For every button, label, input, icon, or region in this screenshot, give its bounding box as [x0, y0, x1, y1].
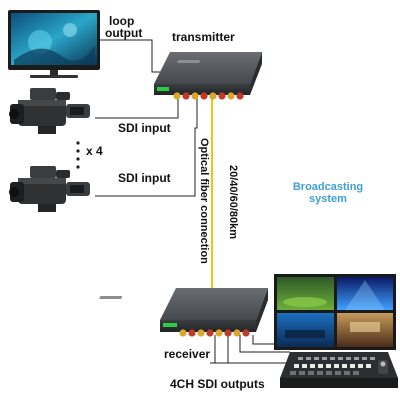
- distance-label: 20/40/60/80km: [227, 165, 239, 240]
- bnc-connectors: [173, 92, 244, 100]
- sdi-input-line-1: [95, 97, 179, 119]
- receiver-label: receiver: [164, 347, 211, 361]
- broadcasting-system-label-line1: Broadcasting: [292, 181, 364, 193]
- outputs-label: 4CH SDI outputs: [170, 377, 265, 391]
- receiver-output-line-3: [239, 335, 290, 353]
- sdi-input-line-2: [95, 97, 198, 197]
- broadcasting-system-label-line2: system: [309, 193, 347, 205]
- video-wall-icon: [274, 274, 396, 350]
- loop-output-label-line1: loop: [109, 14, 135, 28]
- sdi-input-label-2: SDI input: [118, 171, 171, 185]
- bnc-connectors: [179, 329, 250, 337]
- multiplier-label: x 4: [86, 144, 103, 158]
- video-camera-icon: [9, 88, 90, 134]
- connection-lines: [95, 39, 290, 364]
- fiber-receiver-icon: [99, 288, 268, 337]
- video-switcher-console-icon: [280, 352, 398, 388]
- fiber-transmitter-icon: [154, 52, 262, 100]
- optical-connection-label: Optical fiber connection: [198, 138, 210, 264]
- sdi-input-label-1: SDI input: [118, 121, 171, 135]
- video-camera-icon: [9, 166, 90, 212]
- transmitter-label: transmitter: [172, 30, 235, 44]
- more-cameras-dots: [76, 141, 80, 169]
- loop-output-line: [100, 39, 163, 73]
- loop-output-label-line2: output: [105, 26, 143, 40]
- monitor-icon: [8, 10, 100, 78]
